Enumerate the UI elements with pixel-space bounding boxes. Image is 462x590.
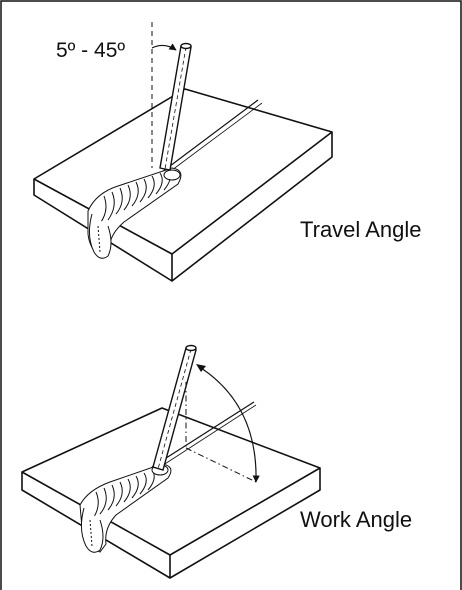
work-angle-arrow-top — [196, 364, 206, 372]
travel-electrode — [159, 42, 192, 171]
travel-angle-caption: Travel Angle — [300, 217, 421, 242]
travel-joint-line — [157, 99, 259, 176]
travel-angle-arc — [151, 43, 177, 51]
travel-plate — [33, 88, 333, 282]
travel-angle-range-label: 5º - 45º — [56, 39, 125, 62]
work-plate — [21, 407, 321, 579]
travel-angle-panel: 5º - 45º Travel Angle — [33, 22, 421, 282]
work-angle-arc — [197, 365, 260, 483]
work-angle-caption: Work Angle — [300, 507, 412, 532]
work-weld-bead — [79, 463, 172, 553]
work-electrode — [152, 344, 197, 471]
work-joint-line — [151, 401, 255, 468]
travel-weld-bead — [87, 167, 182, 259]
work-angle-panel: Work Angle — [21, 344, 412, 579]
